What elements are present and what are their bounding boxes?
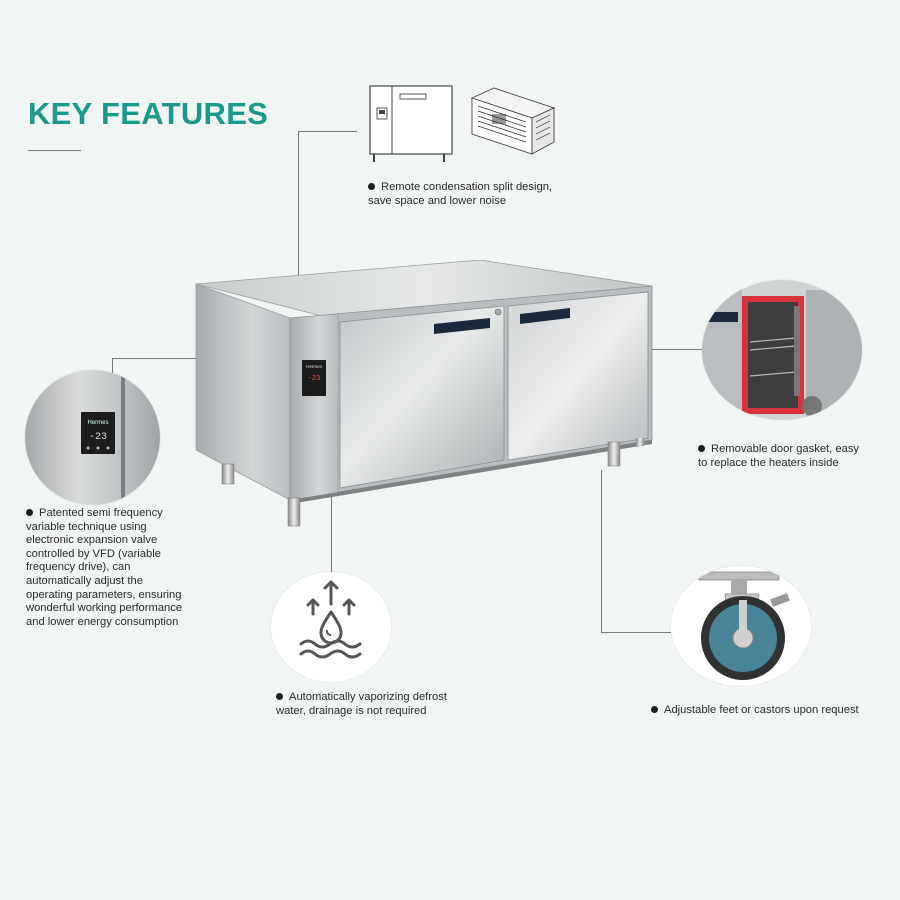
caption-castors: Adjustable feet or castors upon request xyxy=(651,704,900,718)
caption-defrost: Automatically vaporizing defrost water, … xyxy=(276,691,447,717)
connector-castor-v xyxy=(601,470,602,632)
page-title: KEY FEATURES xyxy=(28,96,269,131)
vaporize-water-icon xyxy=(299,580,362,659)
title-underline xyxy=(28,150,81,151)
condenser-unit-icon xyxy=(366,84,566,166)
bullet-icon xyxy=(651,706,658,713)
caption-gasket: Removable door gasket, easy to replace t… xyxy=(698,443,860,469)
undercounter-refrigerator: Hermes -23 xyxy=(190,260,660,530)
bullet-icon xyxy=(368,183,375,190)
caption-remote: Remote condensation split design, save s… xyxy=(368,181,553,207)
bullet-icon xyxy=(276,693,283,700)
svg-text:-23: -23 xyxy=(89,432,107,443)
brand-label: Hermes xyxy=(306,364,323,369)
connector-gasket-h xyxy=(628,349,703,350)
bullet-icon xyxy=(698,445,705,452)
connector-defrost-v xyxy=(331,470,332,573)
connector-remote-h xyxy=(298,131,357,132)
connector-castor-h xyxy=(601,632,671,633)
temperature-display: -23 xyxy=(308,375,321,383)
bullet-icon xyxy=(26,509,33,516)
door-gasket-closeup xyxy=(702,280,862,420)
control-panel-icon xyxy=(302,360,326,396)
caption-vfd: Patented semi frequency variable techniq… xyxy=(26,507,183,628)
connector-vfd-v xyxy=(112,358,113,380)
svg-text:Hermes: Hermes xyxy=(87,420,108,426)
control-panel-closeup: Hermes -23 xyxy=(25,370,160,505)
defrost-icon-circle xyxy=(271,572,391,682)
castor-closeup xyxy=(671,566,811,686)
castor-wheel-icon xyxy=(698,571,790,680)
connector-remote-v xyxy=(298,131,299,287)
